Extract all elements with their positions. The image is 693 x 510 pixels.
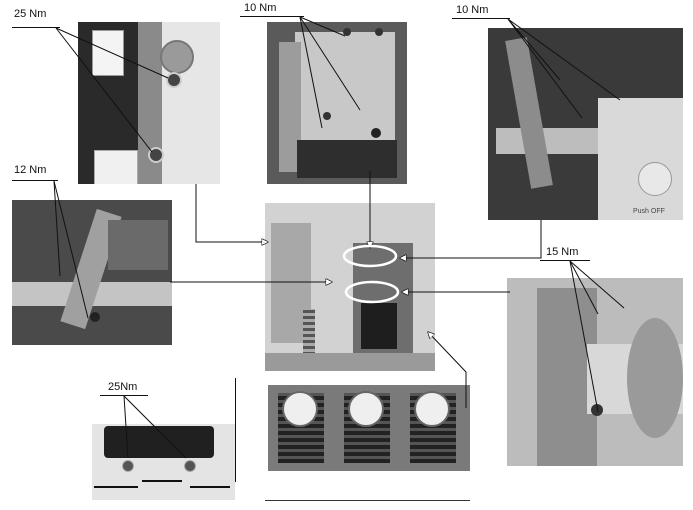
- label-underline: [12, 180, 58, 181]
- base: [265, 353, 435, 371]
- bolt: [184, 460, 196, 472]
- bolt: [375, 28, 383, 36]
- photo-bottom-strip: [92, 424, 235, 500]
- bolt: [343, 28, 351, 36]
- leader-line: [123, 395, 187, 459]
- horizontal-line: [265, 500, 470, 501]
- dash-line: [142, 480, 182, 482]
- leader-line: [507, 18, 561, 81]
- bolt: [166, 72, 182, 88]
- photo-shaft-left: [12, 200, 172, 345]
- photo-counters: [268, 385, 470, 471]
- connector-arrow: [400, 220, 542, 258]
- dash-line: [94, 486, 138, 488]
- push-off-text: Push OFF: [633, 208, 665, 215]
- leader-line: [569, 260, 599, 315]
- spring: [303, 309, 315, 355]
- connector-arrow: [428, 332, 467, 408]
- side-plate: [279, 42, 301, 172]
- label-underline: [540, 260, 590, 261]
- label-sticker: [94, 150, 138, 184]
- leader-line: [299, 16, 323, 129]
- lower-frame: [297, 140, 397, 178]
- leader-line: [569, 260, 625, 309]
- label-underline: [240, 16, 304, 17]
- leader-line: [569, 260, 599, 413]
- photo-panel-hook: [78, 22, 220, 184]
- label-underline: [12, 27, 60, 28]
- vertical-line: [235, 378, 236, 482]
- leader-line: [507, 18, 621, 101]
- leader-line: [55, 27, 153, 153]
- torque-label-top-right: 10 Nm: [456, 4, 489, 16]
- label-underline: [452, 18, 510, 19]
- bolt: [323, 112, 331, 120]
- shaft-end: [627, 318, 683, 438]
- leader-line: [55, 27, 169, 79]
- photo-mechanism-top-right: Push OFF: [488, 28, 683, 220]
- front-panel: [598, 98, 683, 220]
- leader-line: [53, 180, 61, 277]
- torque-label-top-center: 10 Nm: [244, 2, 277, 14]
- bolt: [591, 404, 603, 416]
- counter-dial: [414, 391, 450, 427]
- photo-frame-top: [267, 22, 407, 184]
- highlight-ellipse: [344, 280, 400, 304]
- dash-line: [190, 486, 230, 488]
- bolt: [122, 460, 134, 472]
- highlight-ellipse: [342, 244, 398, 268]
- push-off-button: [638, 162, 672, 196]
- torque-label-bottom-left: 25Nm: [108, 381, 138, 393]
- torque-label-top-left: 25 Nm: [14, 8, 47, 20]
- counter-dial: [282, 391, 318, 427]
- leader-line: [53, 180, 89, 319]
- black-panel: [361, 303, 397, 349]
- torque-label-mid-left: 12 Nm: [14, 164, 47, 176]
- bolt: [148, 147, 164, 163]
- leader-line: [123, 395, 129, 459]
- bracket: [108, 220, 168, 270]
- leader-line: [299, 16, 361, 111]
- connector-arrow: [195, 184, 268, 242]
- bolt: [90, 312, 100, 322]
- label-underline: [100, 395, 148, 396]
- hook-sticker: [92, 30, 124, 76]
- leader-line: [299, 16, 346, 37]
- counter-dial: [348, 391, 384, 427]
- torque-label-mid-right: 15 Nm: [546, 246, 579, 258]
- leader-line: [507, 18, 583, 119]
- bolt: [371, 128, 381, 138]
